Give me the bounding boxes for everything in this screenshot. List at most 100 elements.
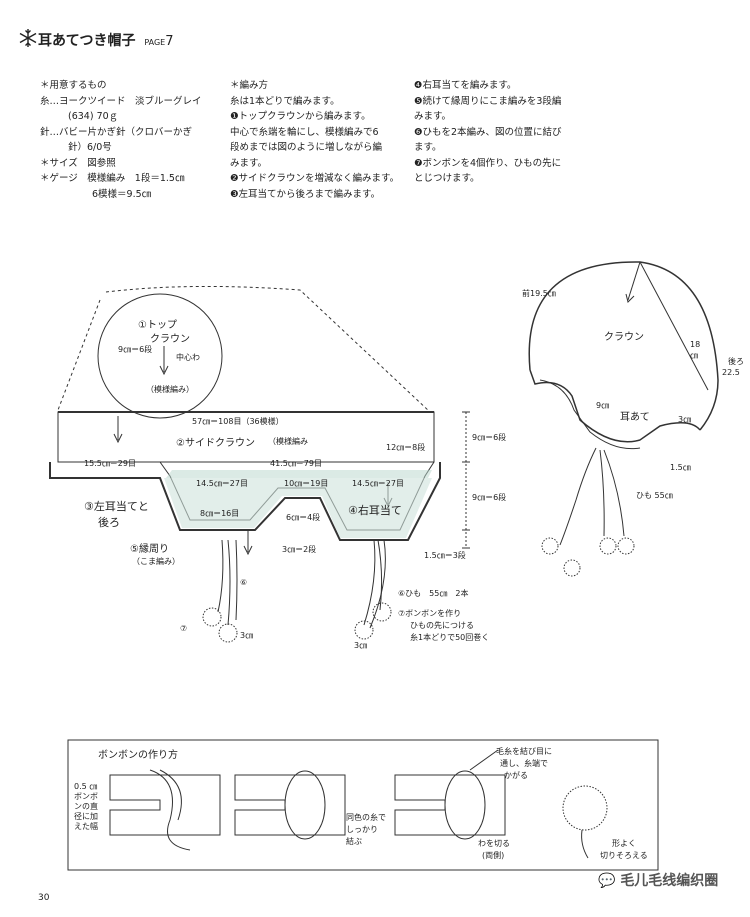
watermark: 💬 毛儿毛线编织圈 xyxy=(598,870,718,890)
method-line: みます。 xyxy=(414,111,452,122)
method-line: みます。 xyxy=(230,157,268,169)
snowflake-icon xyxy=(19,29,37,47)
edge-outline xyxy=(49,462,441,541)
width-8: 8㎝＝16目 xyxy=(200,509,240,518)
hat-pompom-2 xyxy=(599,537,617,555)
pattern-label: （模様編み） xyxy=(146,385,194,394)
hat-front-dim: 前19.5㎝ xyxy=(522,289,556,298)
hat-earflap-dim: 9㎝ xyxy=(596,401,610,410)
hat-height-18: 18 xyxy=(690,340,701,349)
page-number-ref: 7 xyxy=(165,34,174,49)
left-earflap-label: ③左耳当てと xyxy=(84,500,149,513)
hat-back-label: 後ろ xyxy=(728,357,744,366)
width-57: 57㎝＝108目（36模様） xyxy=(192,417,284,426)
hook-size: 針）6/0号 xyxy=(68,142,112,153)
hat-earflap-label: 耳あて xyxy=(620,412,650,423)
top-crown-label-2: クラウン xyxy=(150,334,190,345)
hat-15cm: 1.5㎝ xyxy=(670,463,691,472)
page-number: 30 xyxy=(38,893,50,903)
method-line: 中心で糸端を輪にし、模様編みで6 xyxy=(230,126,379,138)
pompom-right-1 xyxy=(354,620,374,640)
pompom-left-1 xyxy=(202,607,222,627)
width-415: 41.5㎝＝79目 xyxy=(270,459,322,468)
pompom-note-3: 糸1本どりで50回巻く xyxy=(410,633,490,642)
method-line: ます。 xyxy=(414,142,442,153)
crown-dimension: 9㎝＝6段 xyxy=(118,345,153,354)
projection-line xyxy=(105,285,431,413)
height-15: 1.5㎝＝3段 xyxy=(424,551,466,560)
title-text: 耳あてつき帽子 xyxy=(38,33,136,49)
method-line: ❺続けて縁周りにこま編みを3段編 xyxy=(414,95,562,107)
method-section-2: ❹右耳当てを編みます。 ❺続けて縁周りにこま編みを3段編 みます。 ❻ひもを2本… xyxy=(414,78,562,187)
cardboard-1 xyxy=(109,774,221,836)
width-145a: 14.5㎝＝27目 xyxy=(196,479,248,488)
thread-note: 毛糸を結び目に xyxy=(496,747,552,756)
trim-note-2: 切りそろえる xyxy=(600,851,648,860)
tie-note-2: しっかり xyxy=(346,825,378,834)
side-pattern-label: （模様編み xyxy=(268,437,308,446)
method-line: ❻ひもを2本編み、図の位置に結び xyxy=(414,126,562,138)
method-line: 段めまでは図のように増しながら編 xyxy=(230,142,383,153)
cut-note-2: (両側) xyxy=(482,851,505,860)
watermark-text: 毛儿毛线编织圈 xyxy=(620,873,719,889)
pompom-heading: ボンボンの作り方 xyxy=(98,750,178,761)
hat-cord-label: ひも 55㎝ xyxy=(636,491,673,500)
height-12: 12㎝＝8段 xyxy=(386,443,426,452)
pompom-ball xyxy=(562,785,608,831)
materials-heading: ＊用意するもの xyxy=(40,80,107,91)
hook-line: 針…バビー片かぎ針（クロバーかぎ xyxy=(40,126,193,138)
method-line: ❶トップクラウンから編みます。 xyxy=(230,111,371,122)
method-line: ❸左耳当てから後ろまで編みます。 xyxy=(230,188,381,200)
tie-note-3: 結ぶ xyxy=(346,837,362,846)
top-crown-circle xyxy=(97,293,223,419)
pompom-note: ⑦ボンボンを作り xyxy=(398,609,462,618)
yarn-line: 糸…ヨークツイード 淡ブルーグレイ xyxy=(40,95,202,107)
pompom-note-2: ひもの先につける xyxy=(410,621,474,630)
thread-note-2: 通し、糸端で xyxy=(500,759,548,768)
width-145b: 14.5㎝＝27目 xyxy=(352,479,404,488)
hat-pompom-1 xyxy=(541,537,559,555)
size-line: ＊サイズ 図参照 xyxy=(40,157,116,169)
width-155: 15.5㎝＝29目 xyxy=(84,459,136,468)
page-label: PAGE xyxy=(144,38,166,47)
cord-label: ⑥ひも 55㎝ 2本 xyxy=(398,589,469,598)
projection-line xyxy=(57,299,101,411)
method-heading: ＊編み方 xyxy=(230,80,269,91)
pompom-width-note: 0.5 ㎝ ボンボンの直径に加えた幅 xyxy=(74,782,98,831)
cardboard-3 xyxy=(394,774,506,836)
yarn-amount: (634) 70ｇ xyxy=(68,111,119,122)
pompom-right-2 xyxy=(372,602,392,622)
hat-pompom-4 xyxy=(563,559,581,577)
height-6: 6㎝＝4段 xyxy=(286,513,321,522)
method-line: ❷サイドクラウンを増減なく編みます。 xyxy=(230,173,400,184)
pompom-box xyxy=(67,739,659,871)
method-line: 糸は1本どりで編みます。 xyxy=(230,95,340,107)
method-line: ❹右耳当てを編みます。 xyxy=(414,80,517,91)
height-9a: 9㎝＝6段 xyxy=(472,433,507,442)
page-title: 耳あてつき帽子 PAGE7 xyxy=(38,30,174,50)
side-crown-label: ②サイドクラウン xyxy=(176,438,255,449)
center-label: 中心わ xyxy=(176,353,200,362)
cut-note: わを切る xyxy=(478,839,510,848)
pompom-number: ⑦ xyxy=(180,624,188,633)
pompom-size-b: 3㎝ xyxy=(354,641,368,650)
tie-note: 同色の糸で xyxy=(346,813,386,822)
hat-height-unit: ㎝ xyxy=(690,351,698,360)
hat-outline xyxy=(528,261,719,431)
pompom-size-a: 3㎝ xyxy=(240,631,254,640)
gauge-line: ＊ゲージ 模様編み 1段＝1.5㎝ xyxy=(40,173,185,184)
materials-section: ＊用意するもの 糸…ヨークツイード 淡ブルーグレイ (634) 70ｇ 針…バビ… xyxy=(40,78,202,202)
method-line: ❼ボンボンを4個作り、ひもの先に xyxy=(414,157,562,169)
height-9b: 9㎝＝6段 xyxy=(472,493,507,502)
edge-label: ⑤縁周り xyxy=(130,544,169,555)
watermark-icon: 💬 xyxy=(598,873,616,889)
hat-cord xyxy=(559,447,597,546)
width-10: 10㎝＝19目 xyxy=(284,479,329,488)
top-crown-label: ①トップ xyxy=(138,320,177,331)
hat-crown-label: クラウン xyxy=(604,332,644,343)
gauge-line-2: 6模様＝9.5㎝ xyxy=(92,188,152,200)
hat-back-dim: 22.5 xyxy=(722,368,740,377)
method-section: ＊編み方 糸は1本どりで編みます。 ❶トップクラウンから編みます。 中心で糸端を… xyxy=(230,78,399,202)
cord-left xyxy=(217,539,224,613)
